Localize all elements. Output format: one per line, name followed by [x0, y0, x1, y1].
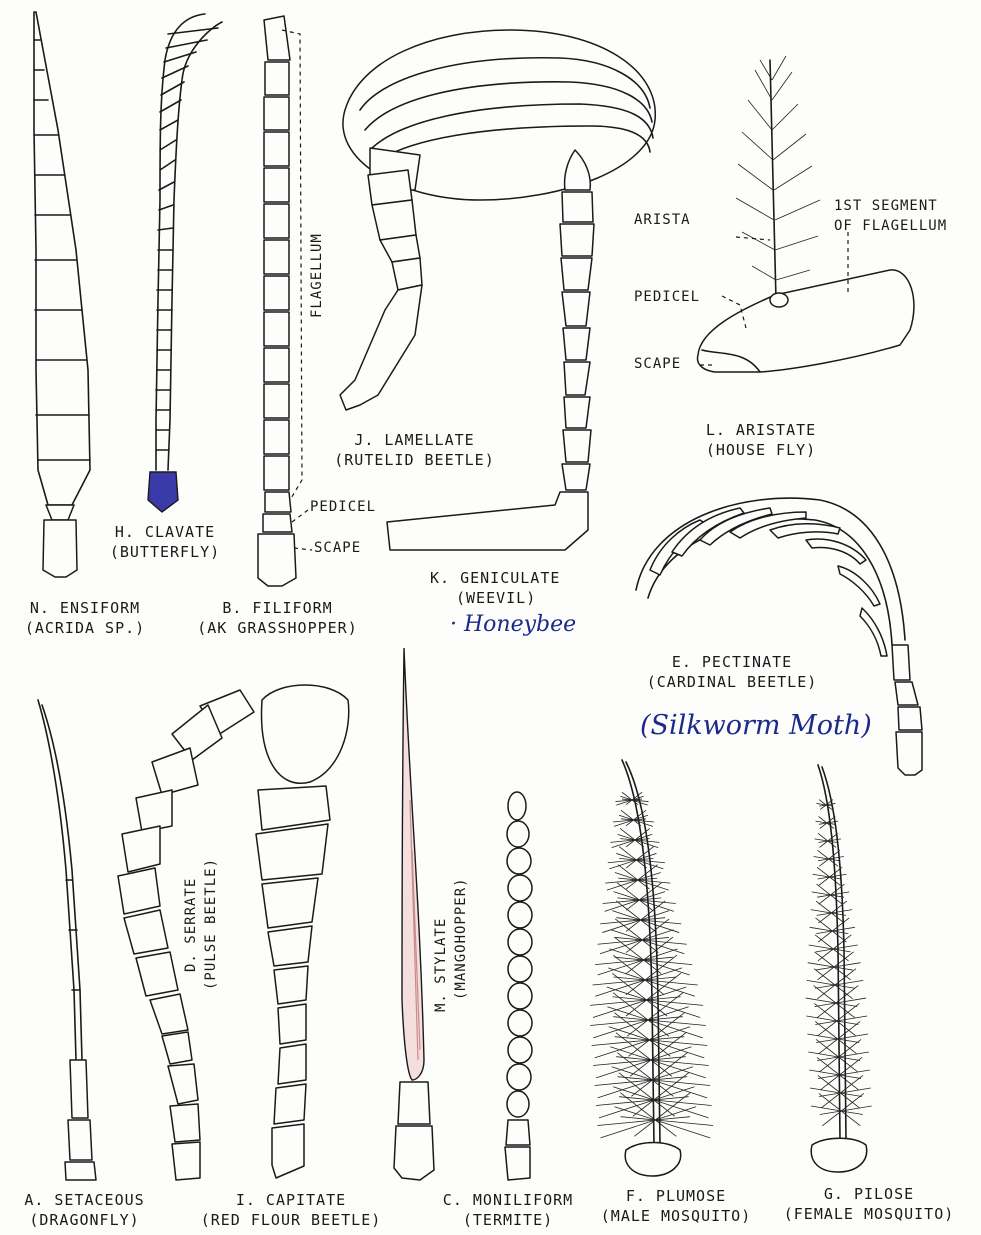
moniliform-label: C. MONILIFORM (TERMITE) [428, 1190, 588, 1230]
pedicel-label: PEDICEL [310, 497, 376, 517]
clavate-antenna [148, 14, 222, 512]
arista-label: ARISTA [634, 210, 691, 230]
aristate-label: L. ARISTATE (HOUSE FLY) [696, 420, 826, 460]
first-segment-line2: OF FLAGELLUM [834, 216, 947, 236]
capitate-antenna [256, 685, 349, 1178]
capitate-example: (RED FLOUR BEETLE) [186, 1210, 396, 1230]
ensiform-example: (ACRIDA SP.) [10, 618, 160, 638]
setaceous-antenna [38, 700, 96, 1180]
plumose-antenna [590, 760, 713, 1176]
clavate-example: (BUTTERFLY) [100, 542, 230, 562]
aristate-example: (HOUSE FLY) [696, 440, 826, 460]
geniculate-name: K. GENICULATE [430, 568, 605, 588]
plumose-name: F. PLUMOSE [588, 1186, 764, 1206]
capitate-name: I. CAPITATE [186, 1190, 396, 1210]
geniculate-label: K. GENICULATE (WEEVIL) [430, 568, 605, 608]
filiform-name: B. FILIFORM [185, 598, 370, 618]
geniculate-antenna [387, 150, 594, 550]
aristate-name: L. ARISTATE [696, 420, 826, 440]
pilose-example: (FEMALE MOSQUITO) [764, 1204, 974, 1224]
flagellum-label: FLAGELLUM [308, 233, 326, 318]
moniliform-example: (TERMITE) [428, 1210, 588, 1230]
clavate-name: H. CLAVATE [100, 522, 230, 542]
ensiform-antenna [34, 12, 90, 577]
plumose-example: (MALE MOSQUITO) [588, 1206, 764, 1226]
first-segment-label: 1ST SEGMENT OF FLAGELLUM [834, 196, 947, 236]
capitate-label: I. CAPITATE (RED FLOUR BEETLE) [186, 1190, 396, 1230]
lamellate-example: (RUTELID BEETLE) [332, 450, 497, 470]
first-segment-line1: 1ST SEGMENT [834, 196, 947, 216]
scape-fly-label: SCAPE [634, 354, 681, 374]
clavate-label: H. CLAVATE (BUTTERFLY) [100, 522, 230, 562]
stylate-name: M. STYLATE [432, 918, 450, 1012]
pilose-antenna [806, 765, 872, 1172]
moniliform-name: C. MONILIFORM [428, 1190, 588, 1210]
setaceous-name: A. SETACEOUS [2, 1190, 167, 1210]
lamellate-antenna [340, 30, 655, 410]
stylate-example: (MANGOHOPPER) [452, 877, 470, 1000]
pectinate-name: E. PECTINATE [632, 652, 832, 672]
pectinate-label: E. PECTINATE (CARDINAL BEETLE) [632, 652, 832, 692]
pilose-name: G. PILOSE [764, 1184, 974, 1204]
filiform-antenna [258, 16, 312, 586]
scape-label: SCAPE [314, 538, 361, 558]
pedicel-fly-label: PEDICEL [634, 287, 700, 307]
geniculate-example: (WEEVIL) [430, 588, 605, 608]
setaceous-example: (DRAGONFLY) [2, 1210, 167, 1230]
lamellate-name: J. LAMELLATE [332, 430, 497, 450]
serrate-name: D. SERRATE [182, 878, 200, 972]
stylate-antenna [394, 648, 434, 1180]
moniliform-antenna [505, 792, 532, 1180]
pilose-label: G. PILOSE (FEMALE MOSQUITO) [764, 1184, 974, 1224]
ensiform-label: N. ENSIFORM (ACRIDA SP.) [10, 598, 160, 638]
ensiform-name: N. ENSIFORM [10, 598, 160, 618]
filiform-example: (AK GRASSHOPPER) [185, 618, 370, 638]
lamellate-label: J. LAMELLATE (RUTELID BEETLE) [332, 430, 497, 470]
serrate-example: (PULSE BEETLE) [202, 858, 220, 990]
plumose-label: F. PLUMOSE (MALE MOSQUITO) [588, 1186, 764, 1226]
pectinate-example: (CARDINAL BEETLE) [632, 672, 832, 692]
silkworm-note: (Silkworm Moth) [640, 710, 872, 741]
clavate-club [148, 472, 178, 512]
filiform-label: B. FILIFORM (AK GRASSHOPPER) [185, 598, 370, 638]
honeybee-note: · Honeybee [450, 612, 576, 637]
setaceous-label: A. SETACEOUS (DRAGONFLY) [2, 1190, 167, 1230]
